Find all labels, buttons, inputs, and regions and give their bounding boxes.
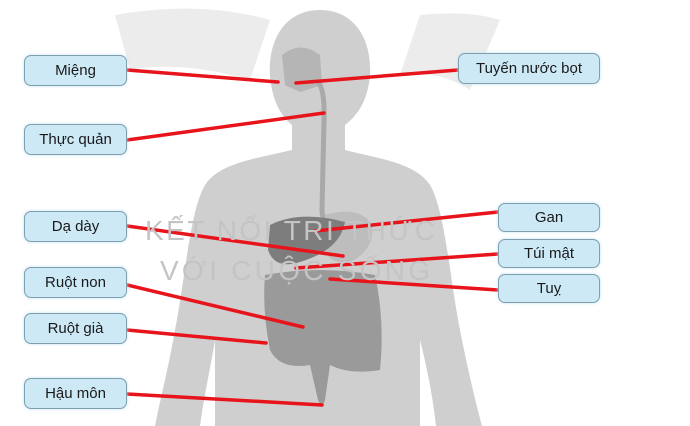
line-hau-mon [125, 392, 324, 407]
watermark-line-2: VỚI CUỘC SỐNG [160, 254, 430, 286]
intestines [264, 270, 382, 405]
pointer-lines [125, 68, 500, 407]
organs [264, 47, 382, 405]
label-da-day: Dạ dày [24, 211, 127, 242]
label-hau-mon: Hậu môn [24, 378, 127, 409]
line-ruot-non [125, 283, 305, 329]
line-gan [313, 210, 500, 233]
line-tui-mat [294, 252, 500, 270]
line-tuyen-nuoc-bot [294, 68, 460, 85]
label-mieng: Miệng [24, 55, 127, 86]
line-ruot-gia [125, 328, 268, 345]
head-cavity [282, 47, 322, 92]
label-ruot-non: Ruột non [24, 267, 127, 298]
line-thuc-quan [125, 111, 326, 142]
line-tuy [328, 277, 500, 292]
logo-watermark [115, 8, 500, 91]
label-ruot-gia: Ruột già [24, 313, 127, 344]
label-thuc-quan: Thực quản [24, 124, 127, 155]
label-gan: Gan [498, 203, 600, 232]
line-mieng [125, 68, 280, 84]
watermark-line-1: KẾT NỐI TRI THỨC [145, 214, 435, 246]
label-tuyen-nuoc-bot: Tuyến nước bọt [458, 53, 600, 84]
label-tui-mat: Túi mật [498, 239, 600, 268]
label-tuy: Tuỵ [498, 274, 600, 303]
line-da-day [125, 224, 345, 258]
